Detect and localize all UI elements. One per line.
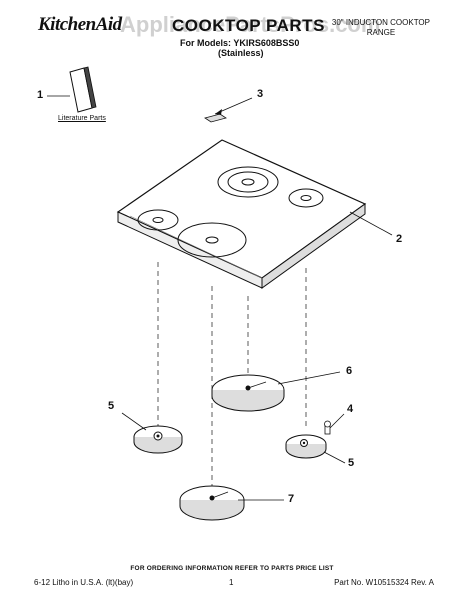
part-7-coil bbox=[179, 485, 284, 521]
ordering-note: FOR ORDERING INFORMATION REFER TO PARTS … bbox=[130, 565, 334, 572]
page-header: AppliancePartsPros.com KitchenAid COOKTO… bbox=[0, 8, 464, 68]
page-title: COOKTOP PARTS bbox=[172, 16, 325, 35]
brand-logo: KitchenAid bbox=[38, 14, 122, 35]
callout-3: 3 bbox=[257, 88, 264, 100]
alignment-lines bbox=[157, 262, 307, 490]
callout-5-right: 5 bbox=[348, 457, 355, 469]
literature-parts-label: Literature Parts bbox=[58, 115, 106, 122]
callout-7: 7 bbox=[288, 493, 295, 505]
callout-4: 4 bbox=[347, 403, 354, 415]
leader-2 bbox=[349, 211, 393, 236]
range-type-line2: RANGE bbox=[366, 28, 396, 37]
leader-4 bbox=[329, 413, 345, 429]
part-6-coil bbox=[211, 371, 341, 412]
watermark: AppliancePartsPros.com bbox=[120, 12, 381, 37]
part-5-right-coil bbox=[285, 434, 346, 464]
range-type: 30" INDUCTON COOKTOP RANGE bbox=[332, 18, 430, 38]
page-number: 1 bbox=[229, 578, 234, 587]
range-type-line1: 30" INDUCTON COOKTOP bbox=[331, 18, 430, 27]
leader-5-left bbox=[121, 412, 147, 431]
leader-6 bbox=[277, 371, 341, 385]
print-info: 6-12 Litho in U.S.A. (lt)(bay) bbox=[34, 578, 134, 587]
callout-5-left: 5 bbox=[108, 400, 115, 412]
callout-6: 6 bbox=[346, 365, 353, 377]
leader-5-right bbox=[323, 451, 346, 464]
part-5-left-coil bbox=[121, 412, 183, 454]
cooktop-assembly bbox=[116, 139, 393, 289]
part-number: Part No. W10515324 Rev. A bbox=[334, 578, 434, 587]
finish-line: (Stainless) bbox=[218, 48, 264, 58]
callout-2: 2 bbox=[396, 233, 403, 245]
callout-1: 1 bbox=[37, 89, 44, 101]
models-line: For Models: YKIRS608BSS0 bbox=[180, 38, 300, 48]
part-4-sensor bbox=[324, 413, 345, 435]
literature-booklet bbox=[47, 66, 97, 113]
part-3-clip bbox=[204, 97, 253, 123]
